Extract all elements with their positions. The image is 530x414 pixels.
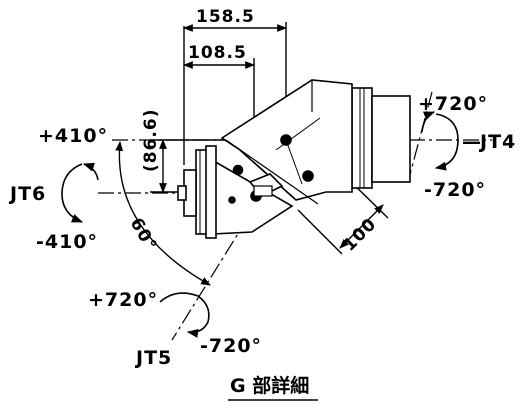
jt6-plus-limit: +410° <box>38 125 108 147</box>
dimension-lines <box>115 22 389 286</box>
wrist-body <box>177 79 411 239</box>
jt4-label: JT4 <box>478 131 516 153</box>
dim-100: 100 <box>339 214 380 255</box>
jt4-dash: — <box>462 131 482 153</box>
angle-60: 60° <box>126 215 161 255</box>
dim-86-6: (86.6) <box>141 109 161 172</box>
dim-158-5: 158.5 <box>196 7 255 27</box>
jt5-minus-limit: -720° <box>200 335 262 357</box>
jt6-label: JT6 <box>8 183 46 205</box>
jt5-label: JT5 <box>134 347 172 369</box>
jt5-plus-limit: +720° <box>88 289 158 311</box>
jt4-plus-limit: +720° <box>418 93 488 115</box>
dim-108-5: 108.5 <box>188 43 247 63</box>
rotation-arrows <box>61 111 459 338</box>
caption: G 部詳細 <box>230 374 309 397</box>
jt4-minus-limit: -720° <box>424 179 486 201</box>
jt6-minus-limit: -410° <box>36 231 98 253</box>
